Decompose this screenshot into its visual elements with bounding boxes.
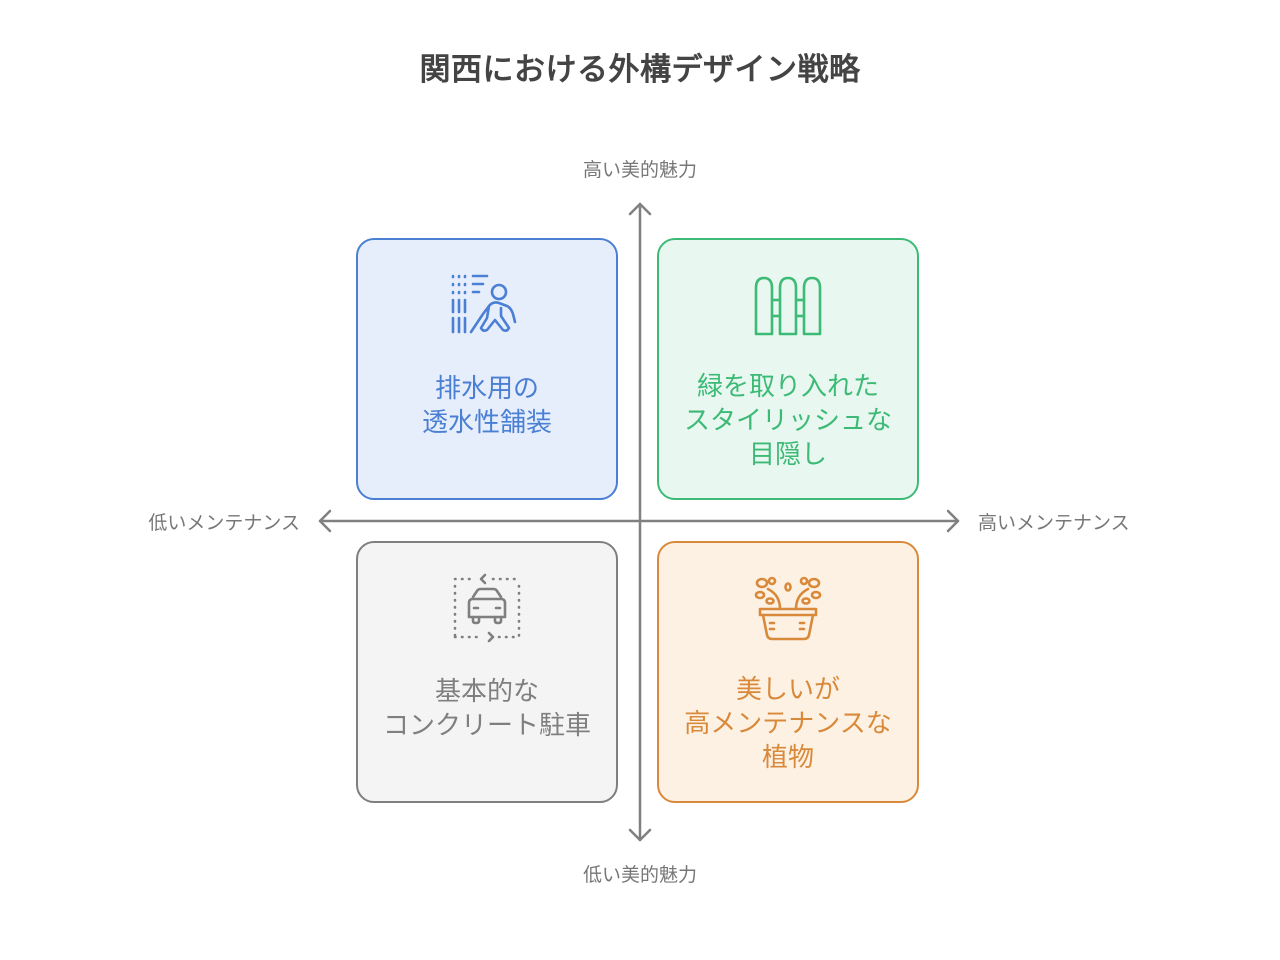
axis-label-low-aesthetic: 低い美的魅力 bbox=[582, 864, 697, 886]
fence-icon bbox=[754, 276, 822, 336]
walking-in-rain-icon bbox=[451, 274, 517, 334]
arrow-right-icon bbox=[946, 509, 960, 533]
quadrant-label: 排水用の 透水性舗装 bbox=[421, 374, 552, 438]
quadrant-high-maintenance-plants: 美しいが 高メンテナンスな 植物 bbox=[657, 541, 919, 803]
quadrant-label: 美しいが 高メンテナンスな 植物 bbox=[684, 675, 892, 773]
axis-label-high-maintenance: 高いメンテナンス bbox=[978, 512, 1130, 534]
quadrant-permeable-paving: 排水用の 透水性舗装 bbox=[356, 238, 618, 500]
axis-label-high-aesthetic: 高い美的魅力 bbox=[582, 159, 697, 181]
parking-car-icon bbox=[453, 573, 521, 643]
arrow-down-icon bbox=[628, 828, 652, 842]
quadrant-stylish-green-screen: 緑を取り入れた スタイリッシュな 目隠し bbox=[657, 238, 919, 500]
axis-label-low-maintenance: 低いメンテナンス bbox=[148, 512, 300, 534]
arrow-up-icon bbox=[628, 202, 652, 216]
quadrant-label: 緑を取り入れた スタイリッシュな 目隠し bbox=[683, 372, 892, 470]
arrow-left-icon bbox=[318, 509, 332, 533]
page-title: 関西における外構デザイン戦略 bbox=[419, 52, 861, 88]
quadrant-basic-concrete-parking: 基本的な コンクリート駐車 bbox=[356, 541, 618, 803]
quadrant-label: 基本的な コンクリート駐車 bbox=[382, 677, 591, 741]
potted-plant-icon bbox=[754, 576, 822, 641]
